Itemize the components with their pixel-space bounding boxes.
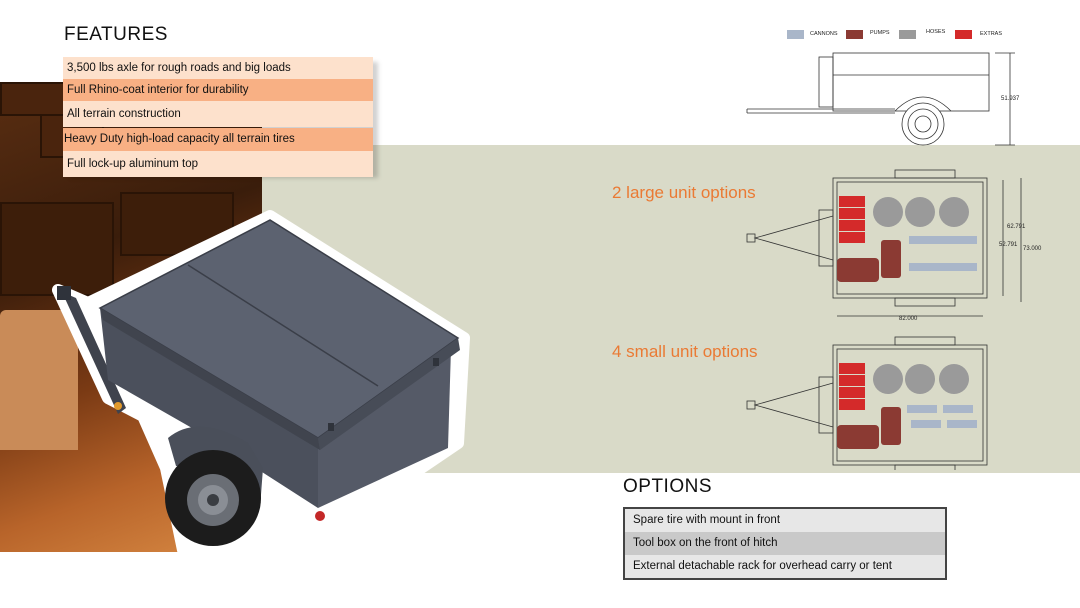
dim-inner-width: 62.791 — [1007, 224, 1026, 230]
dim-side-height: 51.937 — [1001, 96, 1020, 102]
legend-label: CANNONS — [810, 31, 838, 37]
small-unit-label: 4 small unit options — [612, 342, 758, 361]
large-unit-label: 2 large unit options — [612, 183, 756, 202]
feature-item: Full lock-up aluminum top — [63, 151, 373, 177]
legend-swatch-cannons — [787, 30, 804, 39]
legend-swatch-extras — [955, 30, 972, 39]
dim-inner-width-2: 52.791 — [999, 242, 1018, 248]
legend-swatch-hoses — [899, 30, 916, 39]
small-unit-top-view — [746, 336, 988, 470]
feature-item: Heavy Duty high-load capacity all terrai… — [63, 128, 373, 151]
feature-item: All terrain construction — [63, 101, 373, 127]
features-title: FEATURES — [64, 24, 168, 45]
trailer-illustration — [52, 210, 470, 557]
option-item: External detachable rack for overhead ca… — [625, 555, 945, 578]
dim-outer-width: 73.000 — [1023, 246, 1042, 252]
option-item: Spare tire with mount in front — [625, 509, 945, 532]
feature-item: 3,500 lbs axle for rough roads and big l… — [63, 57, 373, 79]
dim-length: 82.000 — [899, 316, 918, 322]
features-list: 3,500 lbs axle for rough roads and big l… — [63, 57, 373, 177]
options-list: Spare tire with mount in front Tool box … — [623, 507, 947, 580]
side-view-drawing: 51.937 — [746, 52, 1020, 146]
feature-item: Full Rhino-coat interior for durability — [63, 79, 373, 101]
large-unit-top-view: 62.791 52.791 73.000 82.000 — [746, 169, 1042, 322]
option-item: Tool box on the front of hitch — [625, 532, 945, 555]
options-title: OPTIONS — [623, 476, 713, 497]
legend-label: EXTRAS — [980, 31, 1003, 37]
legend-swatch-pumps — [846, 30, 863, 39]
legend-label: PUMPS — [870, 30, 890, 36]
legend-label: HOSES — [926, 29, 946, 35]
